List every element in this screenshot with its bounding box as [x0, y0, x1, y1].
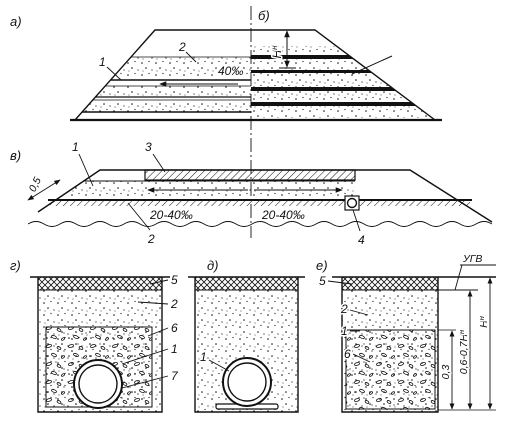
total-depth-symbol: H	[478, 320, 490, 328]
height-subscript: н	[270, 45, 279, 50]
callout-4: 4	[358, 233, 365, 247]
leader-line	[149, 279, 169, 285]
callout-3: 3	[145, 140, 152, 154]
leader-line	[106, 66, 122, 81]
callout-6: 6	[344, 347, 351, 361]
break-line	[351, 55, 393, 75]
panel-d: д) 1	[188, 257, 305, 413]
total-depth-label: Hн	[477, 316, 490, 328]
drain-depth-label: 0,6-0,7Hн	[457, 330, 470, 374]
leader-line	[208, 359, 230, 372]
groundwater-leader	[454, 264, 463, 291]
thickness-dimension-line	[27, 179, 61, 201]
panel-v: в) 1 3 2 4 0,5 20-40‰ 20-40‰	[9, 139, 493, 249]
callout-5: 5	[319, 274, 326, 288]
callout-2: 2	[170, 297, 178, 311]
callout-2: 2	[147, 232, 155, 246]
callout-1: 1	[341, 324, 348, 338]
leader-line	[352, 353, 371, 363]
drain-band	[251, 55, 435, 59]
drain-band	[251, 102, 435, 106]
leader-line	[127, 202, 151, 231]
leader-line	[121, 348, 169, 365]
drain-band	[251, 87, 435, 91]
callout-1: 1	[99, 55, 106, 69]
subgrade-layer-2	[50, 200, 470, 206]
trench-walls	[37, 277, 163, 413]
thickness-label: 0,5	[27, 175, 44, 194]
panel-a-b: а) б) 1 2 40‰ Hн	[9, 7, 442, 122]
leader-line	[137, 301, 169, 305]
leader-line	[78, 153, 94, 187]
leader-line	[147, 327, 169, 337]
sand-layer-middle	[75, 86, 251, 97]
panel-label-e: е)	[316, 258, 328, 273]
gravel-thickness-label: 0,3	[440, 365, 452, 380]
panel-e: е) 5 2 1 6 УГВ 0,3 0,6-0,7Hн Hн	[315, 252, 496, 413]
drain-band	[251, 70, 435, 73]
callout-1: 1	[200, 350, 207, 364]
panel-g: г) 5 2 6 1 7	[9, 257, 181, 413]
slope-label-left: 20-40‰	[149, 208, 193, 222]
topsoil-cap	[194, 276, 299, 291]
panel-label-d: д)	[207, 258, 219, 273]
drain-depth-subscript: н	[457, 330, 466, 334]
drain-pipe-inner	[78, 364, 118, 404]
leader-line	[352, 209, 361, 232]
panel-label-a: а)	[10, 14, 22, 29]
slope-label: 40‰	[218, 64, 243, 78]
gravel-filter-6	[345, 329, 436, 410]
trench-walls	[341, 277, 439, 413]
leader-line	[349, 309, 369, 316]
height-symbol: H	[270, 50, 284, 59]
drain-depth-value: 0,6-0,7H	[458, 334, 470, 375]
leader-line	[327, 280, 353, 285]
ground-wave	[27, 221, 493, 227]
callout-2: 2	[178, 40, 186, 54]
groundwater-level-label: УГВ	[462, 253, 482, 265]
panel-label-v: в)	[10, 148, 21, 163]
leader-line	[185, 51, 197, 63]
slope-label-right: 20-40‰	[261, 208, 305, 222]
callout-1: 1	[72, 140, 79, 154]
drain-4-pipe	[346, 197, 358, 209]
total-depth-subscript: н	[477, 316, 486, 320]
trench-walls	[194, 277, 299, 413]
panel-label-b: б)	[258, 8, 270, 23]
sand-layer-bottom	[75, 100, 251, 112]
pavement-layer-3	[144, 169, 356, 181]
embankment-outline	[37, 169, 493, 223]
callout-1: 1	[171, 342, 178, 356]
topsoil-cap-5	[37, 276, 163, 291]
leader-line	[121, 375, 169, 389]
callout-2: 2	[340, 302, 348, 316]
callout-6: 6	[171, 321, 178, 335]
panel-label-g: г)	[10, 258, 21, 273]
height-label: Hн	[270, 45, 284, 59]
topsoil-cap-5	[341, 276, 439, 291]
drain-pipe-inner	[227, 362, 267, 402]
callout-7: 7	[171, 369, 179, 383]
callout-5: 5	[171, 273, 178, 287]
leader-line	[152, 153, 166, 173]
